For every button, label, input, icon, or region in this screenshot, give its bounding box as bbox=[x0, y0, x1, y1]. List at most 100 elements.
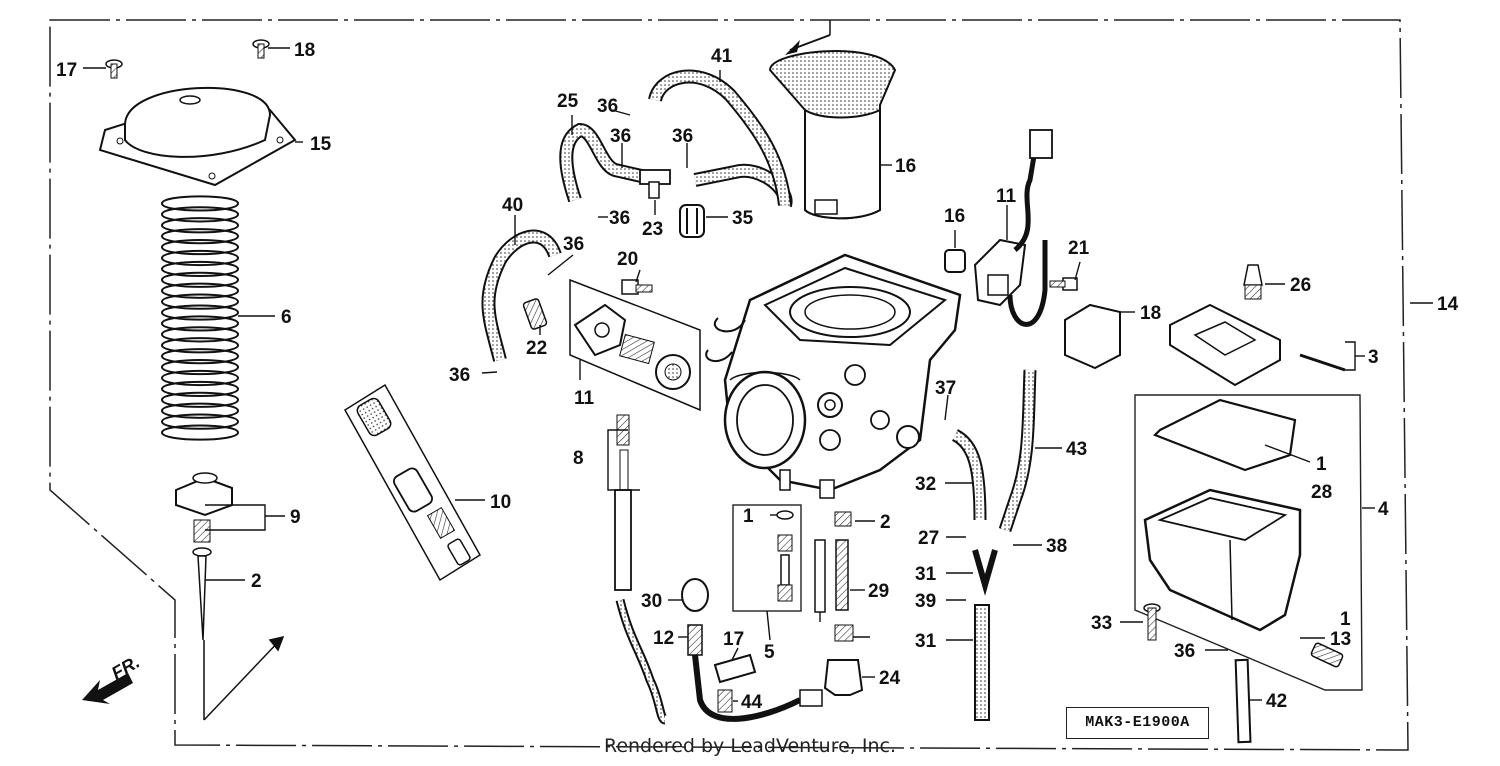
callout-33-right: 21 bbox=[1068, 238, 1090, 259]
callout-36-e: 36 bbox=[563, 234, 584, 255]
front-direction-label: FR. bbox=[108, 652, 143, 684]
callout-39: 41 bbox=[711, 46, 733, 67]
callout-3: 3 bbox=[1368, 347, 1379, 368]
callout-41: 43 bbox=[1066, 439, 1087, 460]
callout-31-left: 17 bbox=[56, 60, 77, 81]
pilot-screw-group bbox=[343, 383, 482, 582]
screw-33-right bbox=[1049, 277, 1078, 291]
diagram-code-box: MAK3-E1900A bbox=[1066, 707, 1209, 739]
carburetor-body bbox=[705, 253, 962, 499]
footer-credit: Rendered by LeadVenture, Inc. bbox=[0, 735, 1500, 757]
clamp-17 bbox=[713, 653, 757, 684]
float-chamber-part bbox=[1143, 488, 1302, 632]
callout-26: 23 bbox=[642, 219, 663, 240]
cap-19 bbox=[944, 249, 966, 273]
callout-37-a: 37 bbox=[935, 378, 956, 399]
screw-42 bbox=[717, 689, 733, 713]
callout-8: 10 bbox=[490, 492, 511, 513]
needle-jet-pieces bbox=[776, 510, 794, 602]
sensor-12 bbox=[687, 624, 703, 656]
y-joint-25 bbox=[972, 549, 998, 596]
cable-6 bbox=[614, 414, 668, 725]
callout-30: 32 bbox=[915, 474, 936, 495]
air-funnel-part bbox=[768, 20, 897, 220]
callout-10: 6 bbox=[281, 307, 292, 328]
leader-lines bbox=[83, 47, 1433, 702]
callout-7: 9 bbox=[290, 507, 301, 528]
callout-12: 12 bbox=[653, 628, 674, 649]
callout-18: 18 bbox=[1140, 303, 1161, 324]
screw-33-center bbox=[621, 279, 653, 295]
callout-4: 4 bbox=[1378, 499, 1389, 520]
callout-36-b: 36 bbox=[610, 126, 631, 147]
callout-38: 40 bbox=[502, 195, 523, 216]
callout-28: 25 bbox=[557, 91, 579, 112]
callout-36-d: 36 bbox=[609, 208, 630, 229]
float-part bbox=[1169, 303, 1346, 387]
callout-1-drain: 1 bbox=[1340, 609, 1351, 630]
plug-43 bbox=[834, 624, 854, 642]
angle-indicator bbox=[203, 635, 285, 721]
callout-37-c: 39 bbox=[915, 591, 936, 612]
jet-23 bbox=[835, 539, 849, 611]
callout-22: 28 bbox=[1311, 482, 1332, 503]
callout-29: 31 bbox=[915, 631, 937, 652]
jet-needle-assembly bbox=[175, 472, 233, 641]
callout-6: 8 bbox=[573, 448, 584, 469]
callout-13: 13 bbox=[1330, 629, 1351, 650]
callout-36-g: 36 bbox=[1174, 641, 1195, 662]
diagram-code: MAK3-E1900A bbox=[1085, 714, 1190, 731]
fitting-34 bbox=[522, 298, 548, 330]
assembly-frame bbox=[49, 19, 1409, 751]
callout-36-a: 36 bbox=[597, 96, 618, 117]
callout-27: 24 bbox=[879, 668, 901, 689]
callout-labels: 17 18 15 6 9 2 10 25 36 36 36 36 23 35 4… bbox=[56, 40, 1459, 713]
callout-36-f: 36 bbox=[449, 365, 470, 386]
holder-27 bbox=[823, 659, 864, 696]
callout-42: 44 bbox=[741, 692, 763, 713]
drain-tube-40 bbox=[1234, 658, 1252, 744]
drain-screw-13 bbox=[1310, 642, 1344, 668]
front-direction-arrow: FR. bbox=[82, 652, 143, 704]
float-chamber-group-box bbox=[1134, 394, 1363, 691]
callout-25: 31 bbox=[915, 564, 937, 585]
callout-31-right: 18 bbox=[294, 40, 315, 61]
throttle-sensor-part bbox=[973, 129, 1053, 327]
tube-29 bbox=[974, 604, 990, 721]
callout-5: 5 bbox=[764, 642, 775, 663]
callout-2-jet: 2 bbox=[880, 512, 891, 533]
callout-36-c: 36 bbox=[672, 126, 693, 147]
clip-35 bbox=[679, 204, 705, 238]
float-valve-20 bbox=[1243, 264, 1263, 300]
callout-1-jet: 1 bbox=[743, 506, 754, 527]
callout-35: 35 bbox=[732, 208, 754, 229]
callout-37-b: 38 bbox=[1046, 536, 1067, 557]
spring-part bbox=[161, 195, 240, 441]
top-cover-part bbox=[98, 86, 297, 187]
callout-23: 29 bbox=[868, 581, 889, 602]
callout-9: 11 bbox=[574, 388, 595, 409]
screw-32 bbox=[1143, 603, 1161, 641]
callout-15: 15 bbox=[310, 134, 332, 155]
main-jet-2 bbox=[834, 511, 852, 527]
callout-11: 11 bbox=[996, 186, 1017, 207]
cover-18 bbox=[1064, 303, 1121, 370]
callout-1-float: 1 bbox=[1316, 454, 1327, 475]
callout-34: 22 bbox=[526, 338, 547, 359]
gasket-22 bbox=[1153, 398, 1297, 472]
footer-credit-text: Rendered by LeadVenture, Inc. bbox=[603, 735, 897, 757]
jet-44 bbox=[814, 539, 826, 613]
sensor-wire bbox=[692, 654, 802, 722]
screw-31-left bbox=[105, 59, 123, 79]
vent-hose-assembly bbox=[559, 69, 793, 208]
callout-24: 30 bbox=[641, 591, 662, 612]
callout-20: 26 bbox=[1290, 275, 1311, 296]
callout-19: 16 bbox=[944, 206, 965, 227]
callout-40: 42 bbox=[1266, 691, 1287, 712]
callout-14: 14 bbox=[1437, 294, 1459, 315]
collar-24 bbox=[681, 578, 709, 612]
accelerator-pump-group bbox=[569, 278, 701, 412]
callout-16: 16 bbox=[895, 156, 916, 177]
screw-31-right bbox=[252, 39, 270, 59]
callout-33-center: 20 bbox=[617, 249, 638, 270]
